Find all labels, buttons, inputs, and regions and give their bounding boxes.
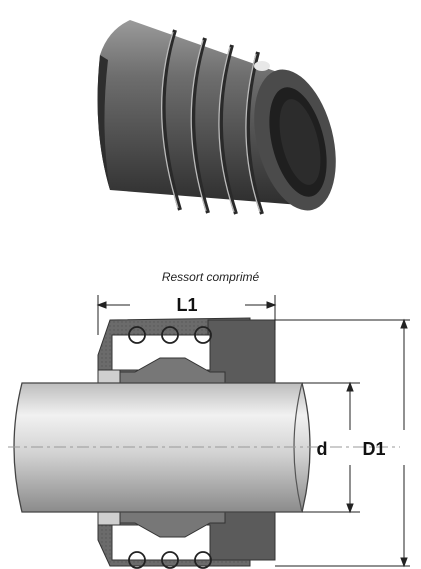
spring-coils-upper: [128, 326, 212, 344]
label-l1: L1: [176, 295, 197, 315]
dimension-d: [302, 381, 360, 514]
label-d: d: [317, 439, 328, 459]
cross-section-drawing: L1 d D1: [8, 295, 410, 569]
label-d1: D1: [362, 439, 385, 459]
seal-3d-render: [97, 20, 336, 215]
dimension-d1: [275, 318, 410, 568]
dimension-l1: [96, 295, 277, 335]
spring-coils-lower: [128, 551, 212, 569]
spring-caption: Ressort comprimé: [161, 270, 260, 284]
